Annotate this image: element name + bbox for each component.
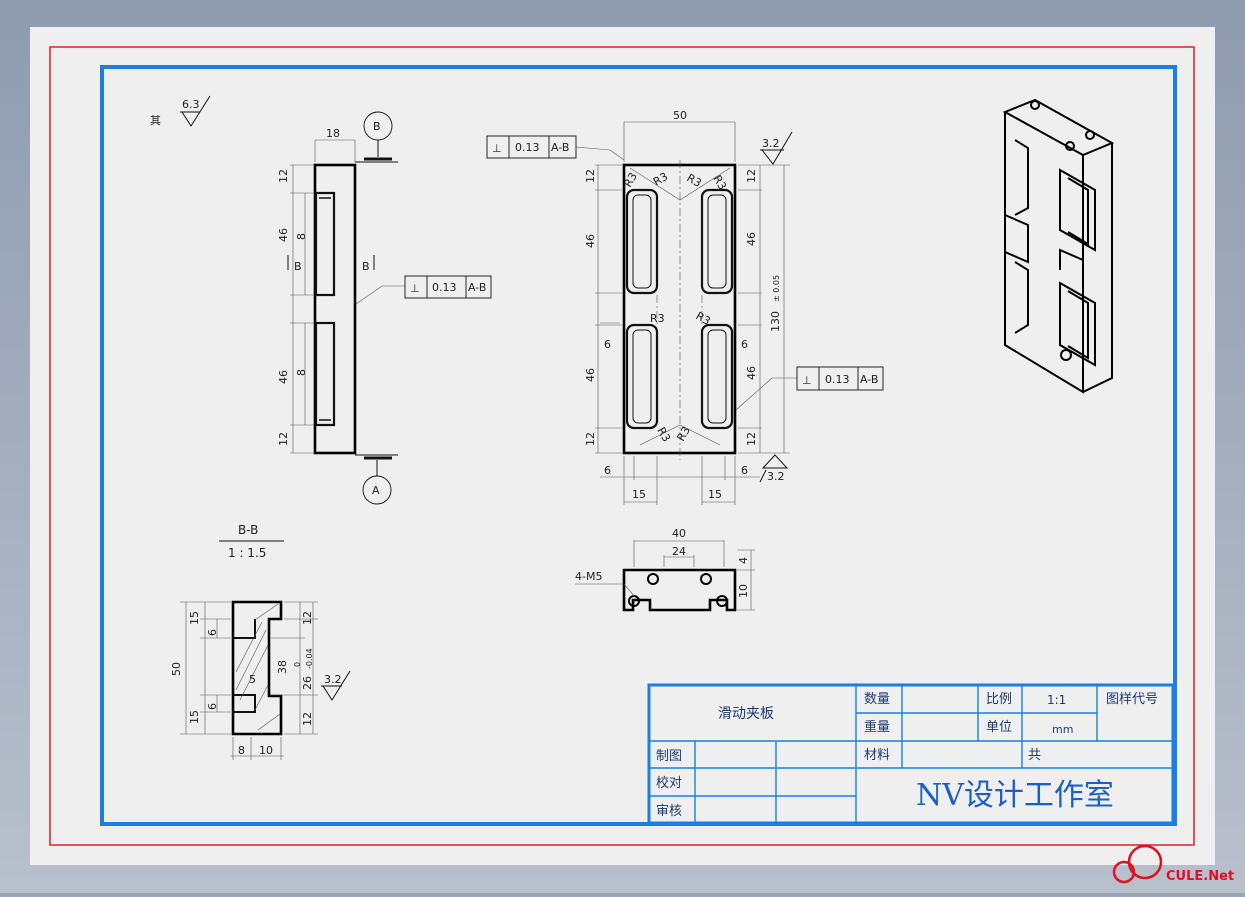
front-bottom-dim-4: 6 (741, 464, 748, 477)
section-mark-left: B (294, 260, 302, 273)
front-right-dim-2: 46 (745, 232, 758, 246)
front-radius-1: R3 (621, 170, 640, 189)
front-left-dim-1: 12 (584, 169, 597, 183)
front-dim-overall: 130 (769, 311, 782, 332)
watermark: CULE.Net (1112, 844, 1234, 884)
front-right-dim-4: 46 (745, 366, 758, 380)
front-radius-2: R3 (651, 170, 670, 189)
watermark-text: CULE.Net (1166, 869, 1234, 884)
side-view: 18 12 46 8 46 8 12 B B B A ⊥ 0.13 A-B (277, 111, 492, 505)
end-dim-inner: 24 (672, 545, 686, 558)
roughness-note: 其 6.3 (150, 95, 211, 127)
section-dim-r1: 12 (301, 611, 314, 625)
section-dim-tol-lower: -0.04 (305, 648, 314, 669)
tol3-value: 0.13 (825, 373, 850, 386)
part-name: 滑动夹板 (718, 705, 774, 722)
front-left-dim-5: 12 (584, 432, 597, 446)
section-dim-r3: 12 (301, 712, 314, 726)
front-dim-overall-tol: ± 0.05 (772, 275, 781, 302)
front-view: R3 R3 R3 R3 R3 R3 R3 R3 50 12 46 6 46 12… (486, 109, 884, 505)
checked-label: 校对 (656, 775, 682, 791)
tol3-datum: A-B (860, 373, 878, 386)
section-dim-tol: 26 (301, 676, 314, 690)
front-left-dim-3: 6 (604, 338, 611, 351)
front-dim-width: 50 (673, 109, 687, 122)
front-roughness-bottom: 3.2 (767, 470, 785, 483)
approved-label: 审核 (656, 804, 682, 819)
section-title: B-B (238, 523, 258, 537)
tol1-symbol: ⊥ (410, 282, 420, 295)
front-left-dim-4: 46 (584, 368, 597, 382)
front-radius-6: R3 (694, 309, 713, 328)
section-dim-top: 15 (188, 611, 201, 625)
studio-name: NV设计工作室 (916, 778, 1114, 813)
drawing-no-label: 图样代号 (1106, 692, 1158, 707)
isometric-view (1002, 98, 1115, 394)
front-right-dim-3: 6 (741, 338, 748, 351)
front-bottom-dim-3: 15 (708, 488, 722, 501)
weight-label: 重量 (864, 719, 890, 735)
front-right-dim-1: 12 (745, 169, 758, 183)
section-dim-top-inner: 6 (206, 629, 219, 636)
end-view: 40 24 4 10 4-M5 (575, 527, 755, 612)
side-dim-depth1: 8 (295, 233, 308, 240)
side-dim-top: 12 (277, 169, 290, 183)
unit-label: 单位 (986, 720, 1012, 735)
end-holes-note: 4-M5 (575, 570, 602, 583)
material-label: 材料 (864, 748, 890, 763)
title-block: 滑动夹板 数量 重量 比例 1:1 单位 mm 图样代号 材料 共 制图 校对 … (647, 683, 1175, 825)
front-left-dim-2: 46 (584, 234, 597, 248)
scale-value: 1:1 (1047, 693, 1066, 707)
side-dim-depth2: 8 (295, 369, 308, 376)
tol2-value: 0.13 (515, 141, 540, 154)
datum-b: B (373, 120, 381, 133)
tol3-symbol: ⊥ (802, 374, 812, 387)
side-dim-slot2: 46 (277, 370, 290, 384)
section-dim-b1: 8 (238, 744, 245, 757)
front-radius-4: R3 (710, 173, 729, 192)
section-dim-b2: 10 (259, 744, 273, 757)
section-scale: 1 : 1.5 (228, 546, 266, 560)
front-radius-5: R3 (650, 312, 665, 325)
front-roughness-top: 3.2 (762, 137, 780, 150)
section-dim-bottom-inner: 6 (206, 703, 219, 710)
paper (30, 27, 1215, 865)
section-dim-inner: 5 (249, 673, 256, 686)
side-dim-width: 18 (326, 127, 340, 140)
section-dim-tol-upper: 0 (293, 662, 302, 667)
section-roughness: 3.2 (324, 673, 342, 686)
section-view: B-B 1 : 1.5 50 15 6 15 6 12 38 12 26 0 -… (170, 523, 351, 760)
tol2-datum: A-B (551, 141, 569, 154)
tol1-datum: A-B (468, 281, 486, 294)
outer-red-frame (49, 46, 1195, 846)
section-mark-right: B (362, 260, 370, 273)
drawn-label: 制图 (656, 749, 682, 764)
roughness-value: 6.3 (182, 98, 200, 111)
tol2-symbol: ⊥ (492, 142, 502, 155)
scale-label: 比例 (986, 692, 1012, 707)
qty-label: 数量 (864, 692, 890, 707)
datum-a: A (372, 484, 380, 497)
side-dim-bottom: 12 (277, 432, 290, 446)
front-bottom-dim-1: 6 (604, 464, 611, 477)
inner-blue-frame (100, 65, 1177, 826)
roughness-count-label: 其 (150, 114, 161, 127)
section-dim-r2: 38 (276, 660, 289, 674)
section-dim-bottom: 15 (188, 710, 201, 724)
front-bottom-dim-2: 15 (632, 488, 646, 501)
unit-value: mm (1052, 723, 1073, 736)
side-dim-slot1: 46 (277, 228, 290, 242)
section-dim-height: 50 (170, 662, 183, 676)
front-radius-7: R3 (654, 425, 673, 444)
end-dim-width: 40 (672, 527, 686, 540)
front-radius-8: R3 (674, 424, 693, 443)
total-label: 共 (1028, 748, 1041, 763)
end-dim-side-2: 10 (737, 584, 750, 598)
front-radius-3: R3 (685, 171, 704, 190)
tol1-value: 0.13 (432, 281, 457, 294)
end-dim-side-1: 4 (737, 557, 750, 564)
front-right-dim-5: 12 (745, 432, 758, 446)
